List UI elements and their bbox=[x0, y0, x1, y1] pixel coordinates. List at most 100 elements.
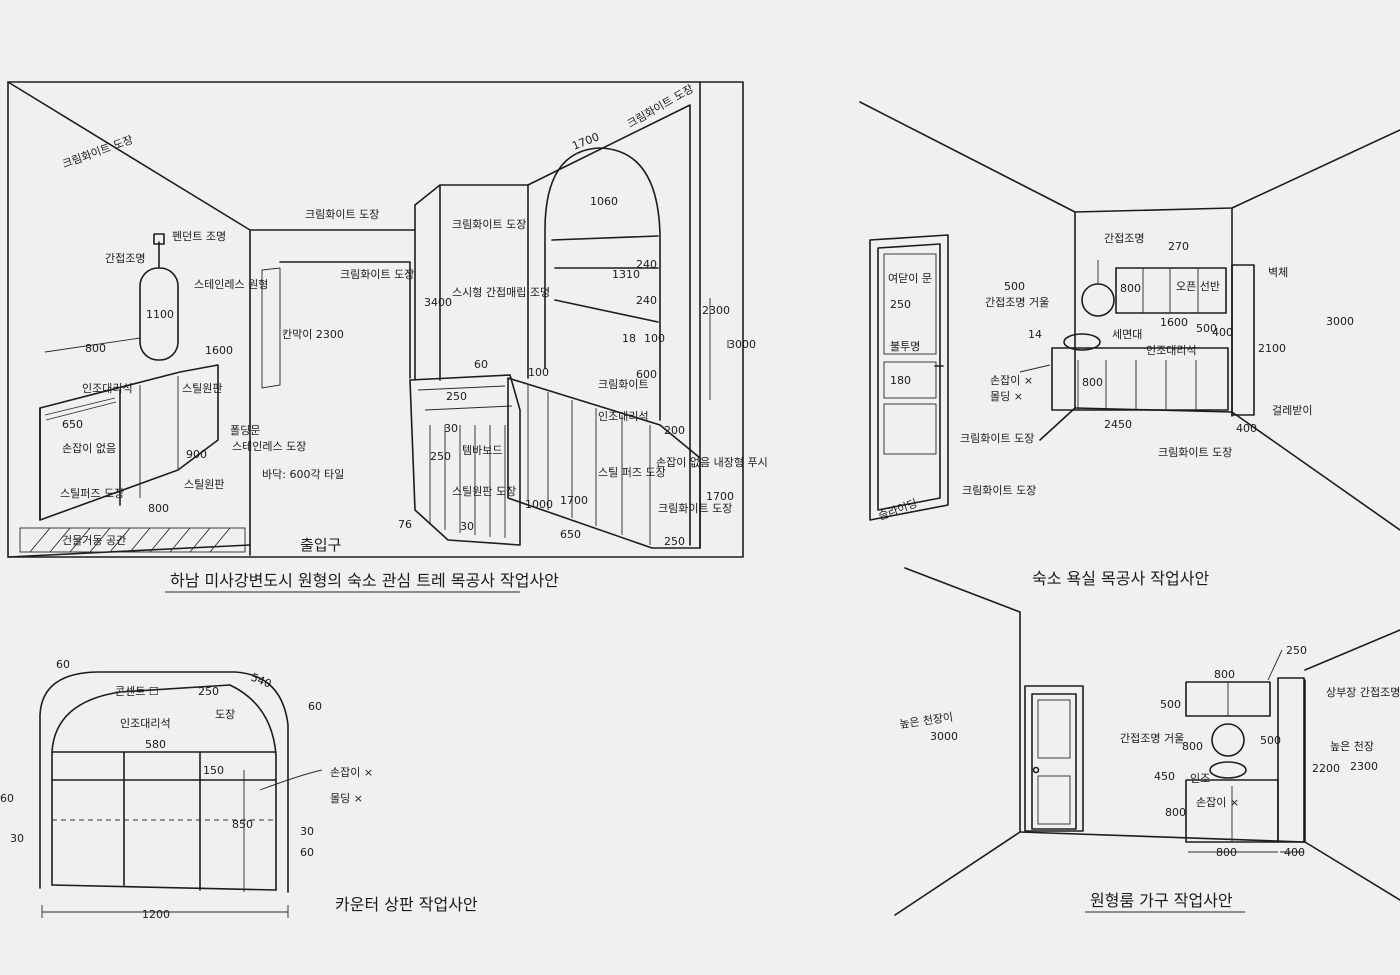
bath-basin bbox=[1063, 333, 1101, 351]
label-bath-500: 500 bbox=[1004, 280, 1025, 293]
label-wash-top: 인조 bbox=[1190, 772, 1210, 785]
bath-vanity bbox=[1051, 347, 1229, 411]
label-dim-1310: 1310 bbox=[612, 268, 640, 281]
label-dim-240b: 240 bbox=[636, 294, 657, 307]
wash-tall-cabinet bbox=[1277, 677, 1305, 843]
label-bath-400: 400 bbox=[1212, 326, 1233, 339]
label-marble-top-r: 인조대리석 bbox=[598, 410, 649, 423]
label-cabinet-note-c: 크림화이트 도장 bbox=[658, 502, 732, 515]
label-mat-partition: 칸막이 2300 bbox=[282, 328, 344, 341]
right-dim-ticks bbox=[709, 298, 729, 400]
left-cabinet-doors bbox=[139, 376, 179, 498]
label-bath-2450: 2450 bbox=[1104, 418, 1132, 431]
label-lamp: 간접조명 bbox=[105, 252, 145, 265]
bath-door-panel-low bbox=[883, 403, 937, 455]
label-dim-650b: 650 bbox=[560, 528, 581, 541]
label-cabinet-note-b: 손잡이 없음 내장형 푸시 bbox=[656, 456, 768, 469]
label-counter-30r: 30 bbox=[300, 825, 314, 838]
wash-door-knob bbox=[1032, 766, 1040, 774]
caption-wash: 원형룸 가구 작업사안 bbox=[1090, 891, 1233, 910]
label-wash-800b: 800 bbox=[1182, 740, 1203, 753]
label-stainless-note: 스테인레스 도장 bbox=[232, 440, 306, 453]
label-bath-cream-a: 크림화이트 도장 bbox=[960, 432, 1034, 445]
label-bath-14: 14 bbox=[1028, 328, 1042, 341]
wash-ceiling-right bbox=[1304, 629, 1400, 671]
bath-door-panel-mid bbox=[883, 361, 937, 399]
center-wall-block bbox=[414, 184, 529, 379]
bath-upper-cabinet bbox=[1115, 267, 1227, 314]
label-dim-250c: 250 bbox=[664, 535, 685, 548]
label-dim-3000: 3000 bbox=[728, 338, 756, 351]
label-cream-white-mid: 크림화이트 도장 bbox=[452, 218, 526, 231]
label-bath-2100: 2100 bbox=[1258, 342, 1286, 355]
label-bath-baseboard: 걸레받이 bbox=[1272, 404, 1312, 417]
label-wash-800c: 800 bbox=[1165, 806, 1186, 819]
label-dim-2300: 2300 bbox=[702, 304, 730, 317]
label-cabinet-note-a: 스틸 퍼즈 도장 bbox=[598, 466, 666, 479]
label-counter-30l: 30 bbox=[10, 832, 24, 845]
label-floor-tile: 바닥: 600각 타일 bbox=[262, 467, 344, 481]
label-bath-800: 800 bbox=[1120, 282, 1141, 295]
wash-basin bbox=[1209, 761, 1247, 779]
label-dim-800: 800 bbox=[85, 342, 106, 355]
label-steel-paint: 스틸퍼즈 도장 bbox=[60, 487, 124, 500]
label-bath-180: 180 bbox=[890, 374, 911, 387]
label-dim-250b: 250 bbox=[430, 450, 451, 463]
label-steel-note: 스틸원판 도장 bbox=[452, 485, 516, 498]
label-bath-250: 250 bbox=[890, 298, 911, 311]
label-dim-76: 76 bbox=[398, 518, 412, 531]
bath-vanity-doors bbox=[1077, 360, 1197, 410]
main-sketch-frame bbox=[7, 81, 744, 558]
label-dim-1060: 1060 bbox=[590, 195, 618, 208]
label-bath-mirror-note: 간접조명 거울 bbox=[985, 296, 1049, 309]
label-dim-800b: 800 bbox=[148, 502, 169, 515]
bath-door-glass-top bbox=[883, 253, 937, 355]
label-counter-850: 850 bbox=[232, 818, 253, 831]
bath-door-leaf bbox=[877, 243, 941, 511]
pendant-lamp bbox=[153, 233, 165, 245]
label-bath-no-handle: 손잡이 × bbox=[990, 374, 1033, 387]
back-opening bbox=[279, 261, 411, 379]
label-bath-1600: 1600 bbox=[1160, 316, 1188, 329]
label-bath-frost: 불투명 bbox=[890, 340, 920, 353]
label-counter-1200: 1200 bbox=[142, 908, 170, 921]
label-bath-door-a: 여닫이 문 bbox=[888, 272, 932, 285]
label-counter-no-handle: 손잡이 × bbox=[330, 766, 373, 779]
label-wash-800d: 800 bbox=[1216, 846, 1237, 859]
wash-door-panel bbox=[1037, 775, 1071, 825]
label-mirror-note: 스테인레스 원형 bbox=[194, 278, 268, 291]
back-door bbox=[261, 267, 281, 389]
label-mirror-panel: 스틸원판 bbox=[182, 382, 222, 395]
label-counter-60l: 60 bbox=[0, 792, 14, 805]
label-dim-3400: 3400 bbox=[424, 296, 452, 309]
floor-hatch-lines bbox=[29, 527, 231, 553]
label-wash-ceiling-h: 3000 bbox=[930, 730, 958, 743]
label-wash-800: 800 bbox=[1214, 668, 1235, 681]
arch-shelves bbox=[551, 235, 659, 323]
label-counter-paint: 도장 bbox=[215, 708, 235, 721]
label-floor-line: 건물거동 공간 bbox=[62, 534, 126, 547]
label-wall-finish-center: 크림화이트 도장 bbox=[340, 268, 414, 281]
label-wash-250: 250 bbox=[1286, 644, 1307, 657]
counter-leader bbox=[259, 769, 323, 791]
label-table-top: 템바보드 bbox=[462, 444, 502, 457]
left-cabinet-divisions bbox=[39, 389, 121, 521]
label-wash-side-note: 상부장 간접조명 bbox=[1326, 686, 1400, 699]
dim-line-800 bbox=[44, 337, 141, 353]
label-dim-1000: 1000 bbox=[525, 498, 553, 511]
wash-leader-top bbox=[1267, 649, 1283, 681]
label-counter-250: 250 bbox=[198, 685, 219, 698]
label-wash-450: 450 bbox=[1154, 770, 1175, 783]
label-dim-30: 30 bbox=[444, 422, 458, 435]
label-bath-shelf-wall: 벽체 bbox=[1268, 266, 1288, 279]
label-wash-400: 400 bbox=[1284, 846, 1305, 859]
label-bath-basin: 세면대 bbox=[1112, 328, 1142, 341]
counter-tambour-lines bbox=[429, 425, 506, 538]
label-dim-200: 200 bbox=[664, 424, 685, 437]
wash-door-glass bbox=[1037, 699, 1071, 759]
wash-door-frame bbox=[1024, 685, 1084, 832]
counter-base-line bbox=[51, 884, 277, 891]
bath-door-frame bbox=[869, 234, 949, 521]
label-wash-500b: 500 bbox=[1260, 734, 1281, 747]
